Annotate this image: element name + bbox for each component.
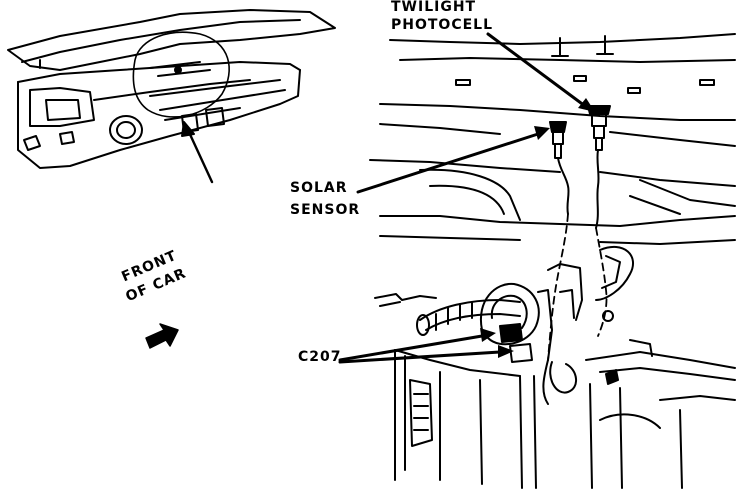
front-direction-arrow — [145, 323, 179, 349]
wire-harness — [547, 213, 608, 361]
lower-assembly — [374, 245, 736, 489]
solar-sensor — [549, 121, 570, 215]
solar-sensor-label-line2: SENSOR — [290, 202, 361, 218]
solar-sensor-label-line1: SOLAR — [290, 180, 348, 196]
dashboard-inset — [7, 9, 336, 184]
connector-c207-label: C207 — [298, 349, 342, 365]
dash-top-detail — [369, 33, 736, 245]
leader-arrows — [338, 32, 595, 364]
twilight-photocell-label-line2: PHOTOCELL — [391, 17, 494, 33]
twilight-photocell-label-line1: TWILIGHT — [391, 0, 477, 15]
twilight-photocell — [587, 105, 611, 229]
